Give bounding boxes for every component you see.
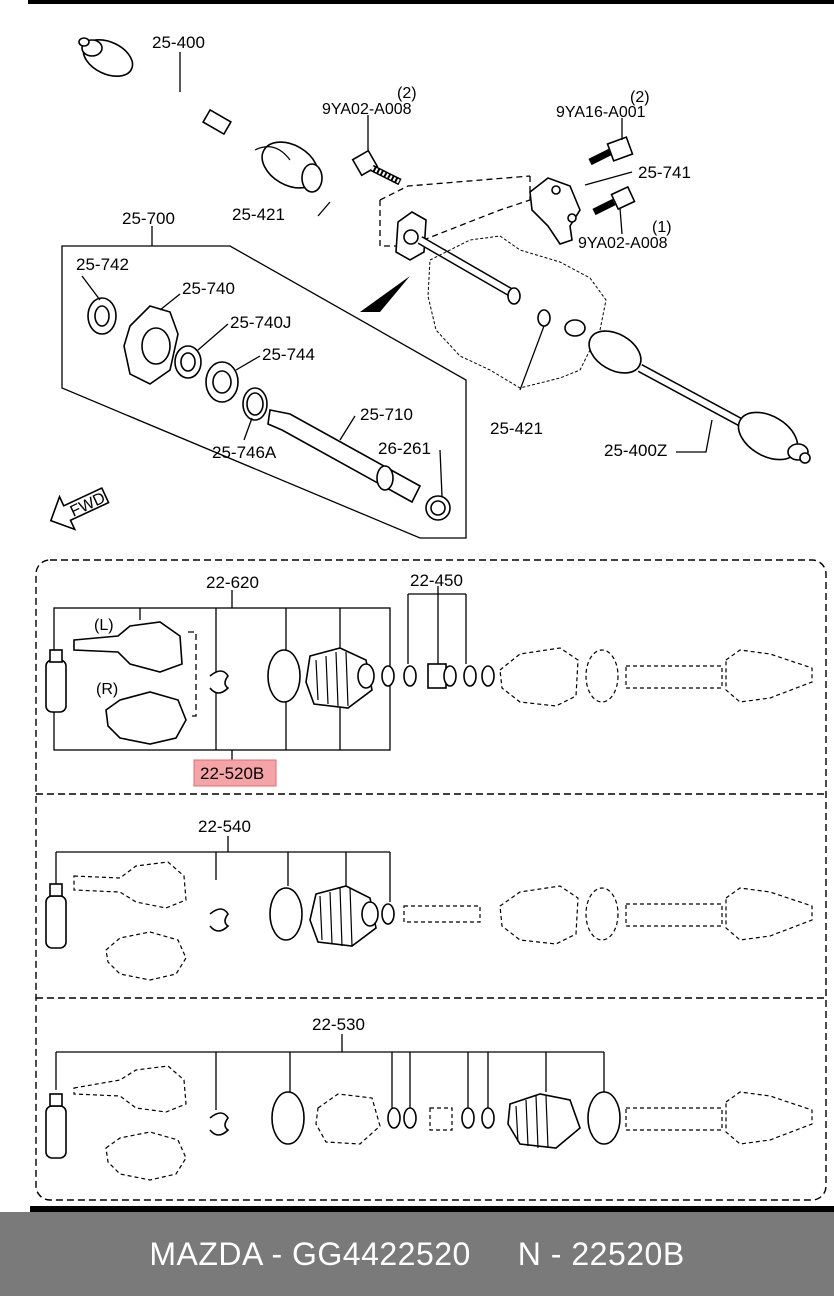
label-side-l: (L) <box>94 617 114 634</box>
label-25-742: 25-742 <box>76 255 129 274</box>
label-25-744: 25-744 <box>262 345 315 364</box>
label-9ya02-right: 9YA02-A008 <box>578 235 668 252</box>
label-26-261: 26-261 <box>378 439 431 458</box>
exploded-view-frame <box>61 245 467 539</box>
parts-diagram: FWD 25-400 (2) 9YA02-A008 (2) 9YA16-A001… <box>28 0 834 1212</box>
label-25-710: 25-710 <box>360 405 413 424</box>
intermediate-shaft <box>395 211 521 305</box>
bottom-rule <box>30 1206 834 1212</box>
label-9ya16-qty: (2) <box>630 89 650 106</box>
top-rule <box>28 0 834 4</box>
bolt-9ya16 <box>588 136 634 166</box>
label-22-520b[interactable]: 22-520B <box>200 764 264 783</box>
section-22-540 <box>45 836 813 981</box>
kit-frame <box>35 559 827 1201</box>
bolt-top <box>351 149 402 186</box>
snap-ring-center <box>537 309 551 327</box>
label-9ya02-top: 9YA02-A008 <box>322 101 412 118</box>
label-25-740: 25-740 <box>182 279 235 298</box>
bolt-right <box>592 185 636 216</box>
label-25-746a: 25-746A <box>212 443 277 462</box>
bracket-25-741 <box>529 177 581 245</box>
part-number-text: MAZDA - GG4422520 N - 22520B <box>149 1235 685 1272</box>
label-22-530: 22-530 <box>312 1015 365 1034</box>
label-22-620: 22-620 <box>206 573 259 592</box>
exploded-parts <box>87 297 451 521</box>
label-25-421-b: 25-421 <box>490 419 543 438</box>
label-25-421-a: 25-421 <box>232 205 285 224</box>
section-22-530 <box>45 1034 813 1181</box>
label-9ya02-right-qty: (1) <box>652 219 672 236</box>
label-25-400z: 25-400Z <box>604 441 667 460</box>
label-25-740j: 25-740J <box>230 313 291 332</box>
label-25-700: 25-700 <box>122 209 175 228</box>
drive-shaft-upper-left <box>78 37 323 193</box>
part-number-footer: MAZDA - GG4422520 N - 22520B <box>0 1212 834 1296</box>
section-22-620 <box>45 586 813 764</box>
label-9ya16: 9YA16-A001 <box>556 104 646 121</box>
pointer-wedge <box>360 276 410 312</box>
label-25-741: 25-741 <box>638 163 691 182</box>
drive-shaft-right <box>564 319 811 464</box>
label-22-540: 22-540 <box>198 817 251 836</box>
highlight-22-520b <box>193 759 277 787</box>
label-9ya02-top-qty: (2) <box>397 85 417 102</box>
label-22-450: 22-450 <box>410 571 463 590</box>
label-25-400: 25-400 <box>152 33 205 52</box>
label-side-r: (R) <box>96 681 118 698</box>
